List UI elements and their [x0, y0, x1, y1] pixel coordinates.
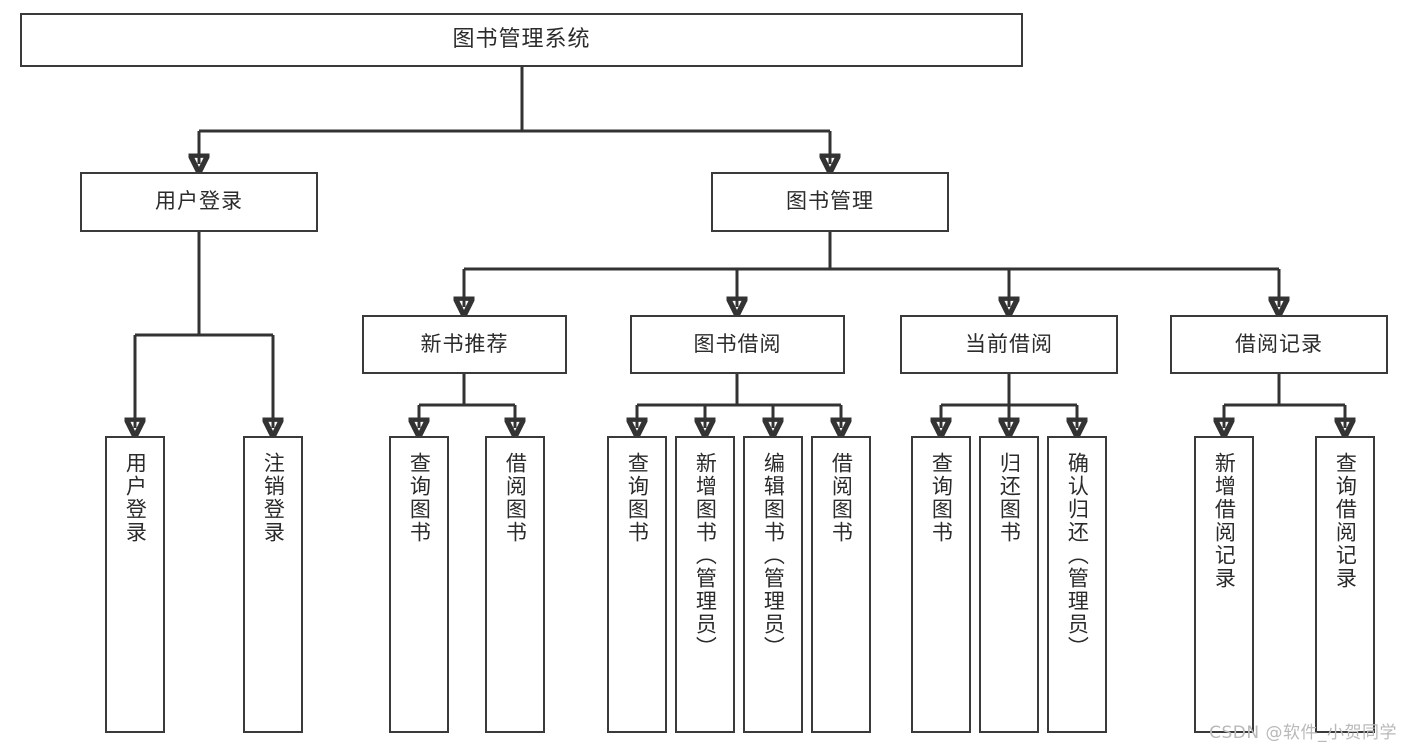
node-borrow-record[interactable]: 借阅记录 [1170, 315, 1388, 374]
node-leaf-query-book-3[interactable]: 查询图书 [911, 436, 971, 733]
node-leaf-logout[interactable]: 注销登录 [243, 436, 303, 733]
node-leaf-query-book-3-label: 查询图书 [929, 452, 954, 544]
node-leaf-logout-label: 注销登录 [261, 452, 286, 544]
node-leaf-confirm-return-admin-label: 确认归还（管理员） [1065, 452, 1090, 659]
node-leaf-return-book[interactable]: 归还图书 [979, 436, 1039, 733]
node-leaf-borrow-book-2-label: 借阅图书 [829, 452, 854, 544]
node-leaf-user-login-label: 用户登录 [123, 452, 148, 544]
node-leaf-confirm-return-admin[interactable]: 确认归还（管理员） [1047, 436, 1107, 733]
watermark: CSDN @软件_小贺同学 [1209, 723, 1397, 743]
node-book-borrow[interactable]: 图书借阅 [630, 315, 845, 374]
node-leaf-edit-book-admin-label: 编辑图书（管理员） [761, 452, 786, 659]
node-leaf-query-borrow-record-label: 查询借阅记录 [1333, 452, 1358, 590]
node-leaf-query-borrow-record[interactable]: 查询借阅记录 [1315, 436, 1375, 733]
node-current-borrow[interactable]: 当前借阅 [900, 315, 1118, 374]
node-leaf-borrow-book-1-label: 借阅图书 [503, 452, 528, 544]
node-book-manage-label: 图书管理 [786, 189, 874, 214]
node-leaf-add-borrow-record-label: 新增借阅记录 [1212, 452, 1237, 590]
node-book-borrow-label: 图书借阅 [693, 331, 782, 356]
node-leaf-borrow-book-1[interactable]: 借阅图书 [485, 436, 545, 733]
node-new-book-recommend-label: 新书推荐 [420, 331, 509, 356]
node-leaf-add-book-admin-label: 新增图书（管理员） [693, 452, 718, 659]
node-borrow-record-label: 借阅记录 [1235, 331, 1323, 356]
node-leaf-query-book-2-label: 查询图书 [625, 452, 650, 544]
node-user-login[interactable]: 用户登录 [80, 172, 318, 232]
node-book-manage[interactable]: 图书管理 [711, 172, 949, 232]
node-user-login-label: 用户登录 [155, 189, 243, 214]
node-leaf-edit-book-admin[interactable]: 编辑图书（管理员） [743, 436, 803, 733]
node-leaf-query-book-1-label: 查询图书 [407, 452, 432, 544]
node-leaf-borrow-book-2[interactable]: 借阅图书 [811, 436, 871, 733]
node-leaf-add-book-admin[interactable]: 新增图书（管理员） [675, 436, 735, 733]
node-root[interactable]: 图书管理系统 [20, 13, 1023, 67]
node-leaf-add-borrow-record[interactable]: 新增借阅记录 [1194, 436, 1254, 733]
node-leaf-return-book-label: 归还图书 [997, 452, 1022, 544]
node-root-label: 图书管理系统 [452, 26, 591, 52]
node-leaf-query-book-2[interactable]: 查询图书 [607, 436, 667, 733]
node-new-book-recommend[interactable]: 新书推荐 [362, 315, 567, 374]
node-leaf-user-login[interactable]: 用户登录 [105, 436, 165, 733]
node-leaf-query-book-1[interactable]: 查询图书 [389, 436, 449, 733]
node-current-borrow-label: 当前借阅 [965, 331, 1053, 356]
